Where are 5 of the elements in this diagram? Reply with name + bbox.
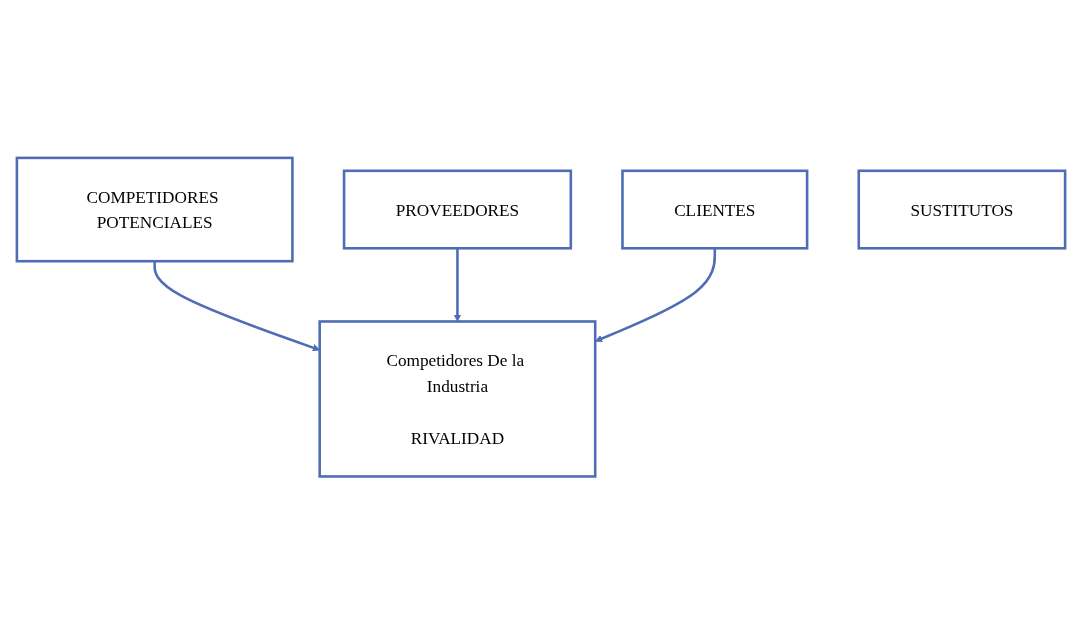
node-box: CLIENTES: [621, 169, 809, 250]
node-box: Competidores De la Industria RIVALIDAD: [318, 320, 597, 479]
node-box: PROVEEDORES: [342, 169, 573, 250]
node-box: SUSTITUTOS: [857, 169, 1067, 250]
node-box: COMPETIDORES POTENCIALES: [15, 156, 294, 263]
